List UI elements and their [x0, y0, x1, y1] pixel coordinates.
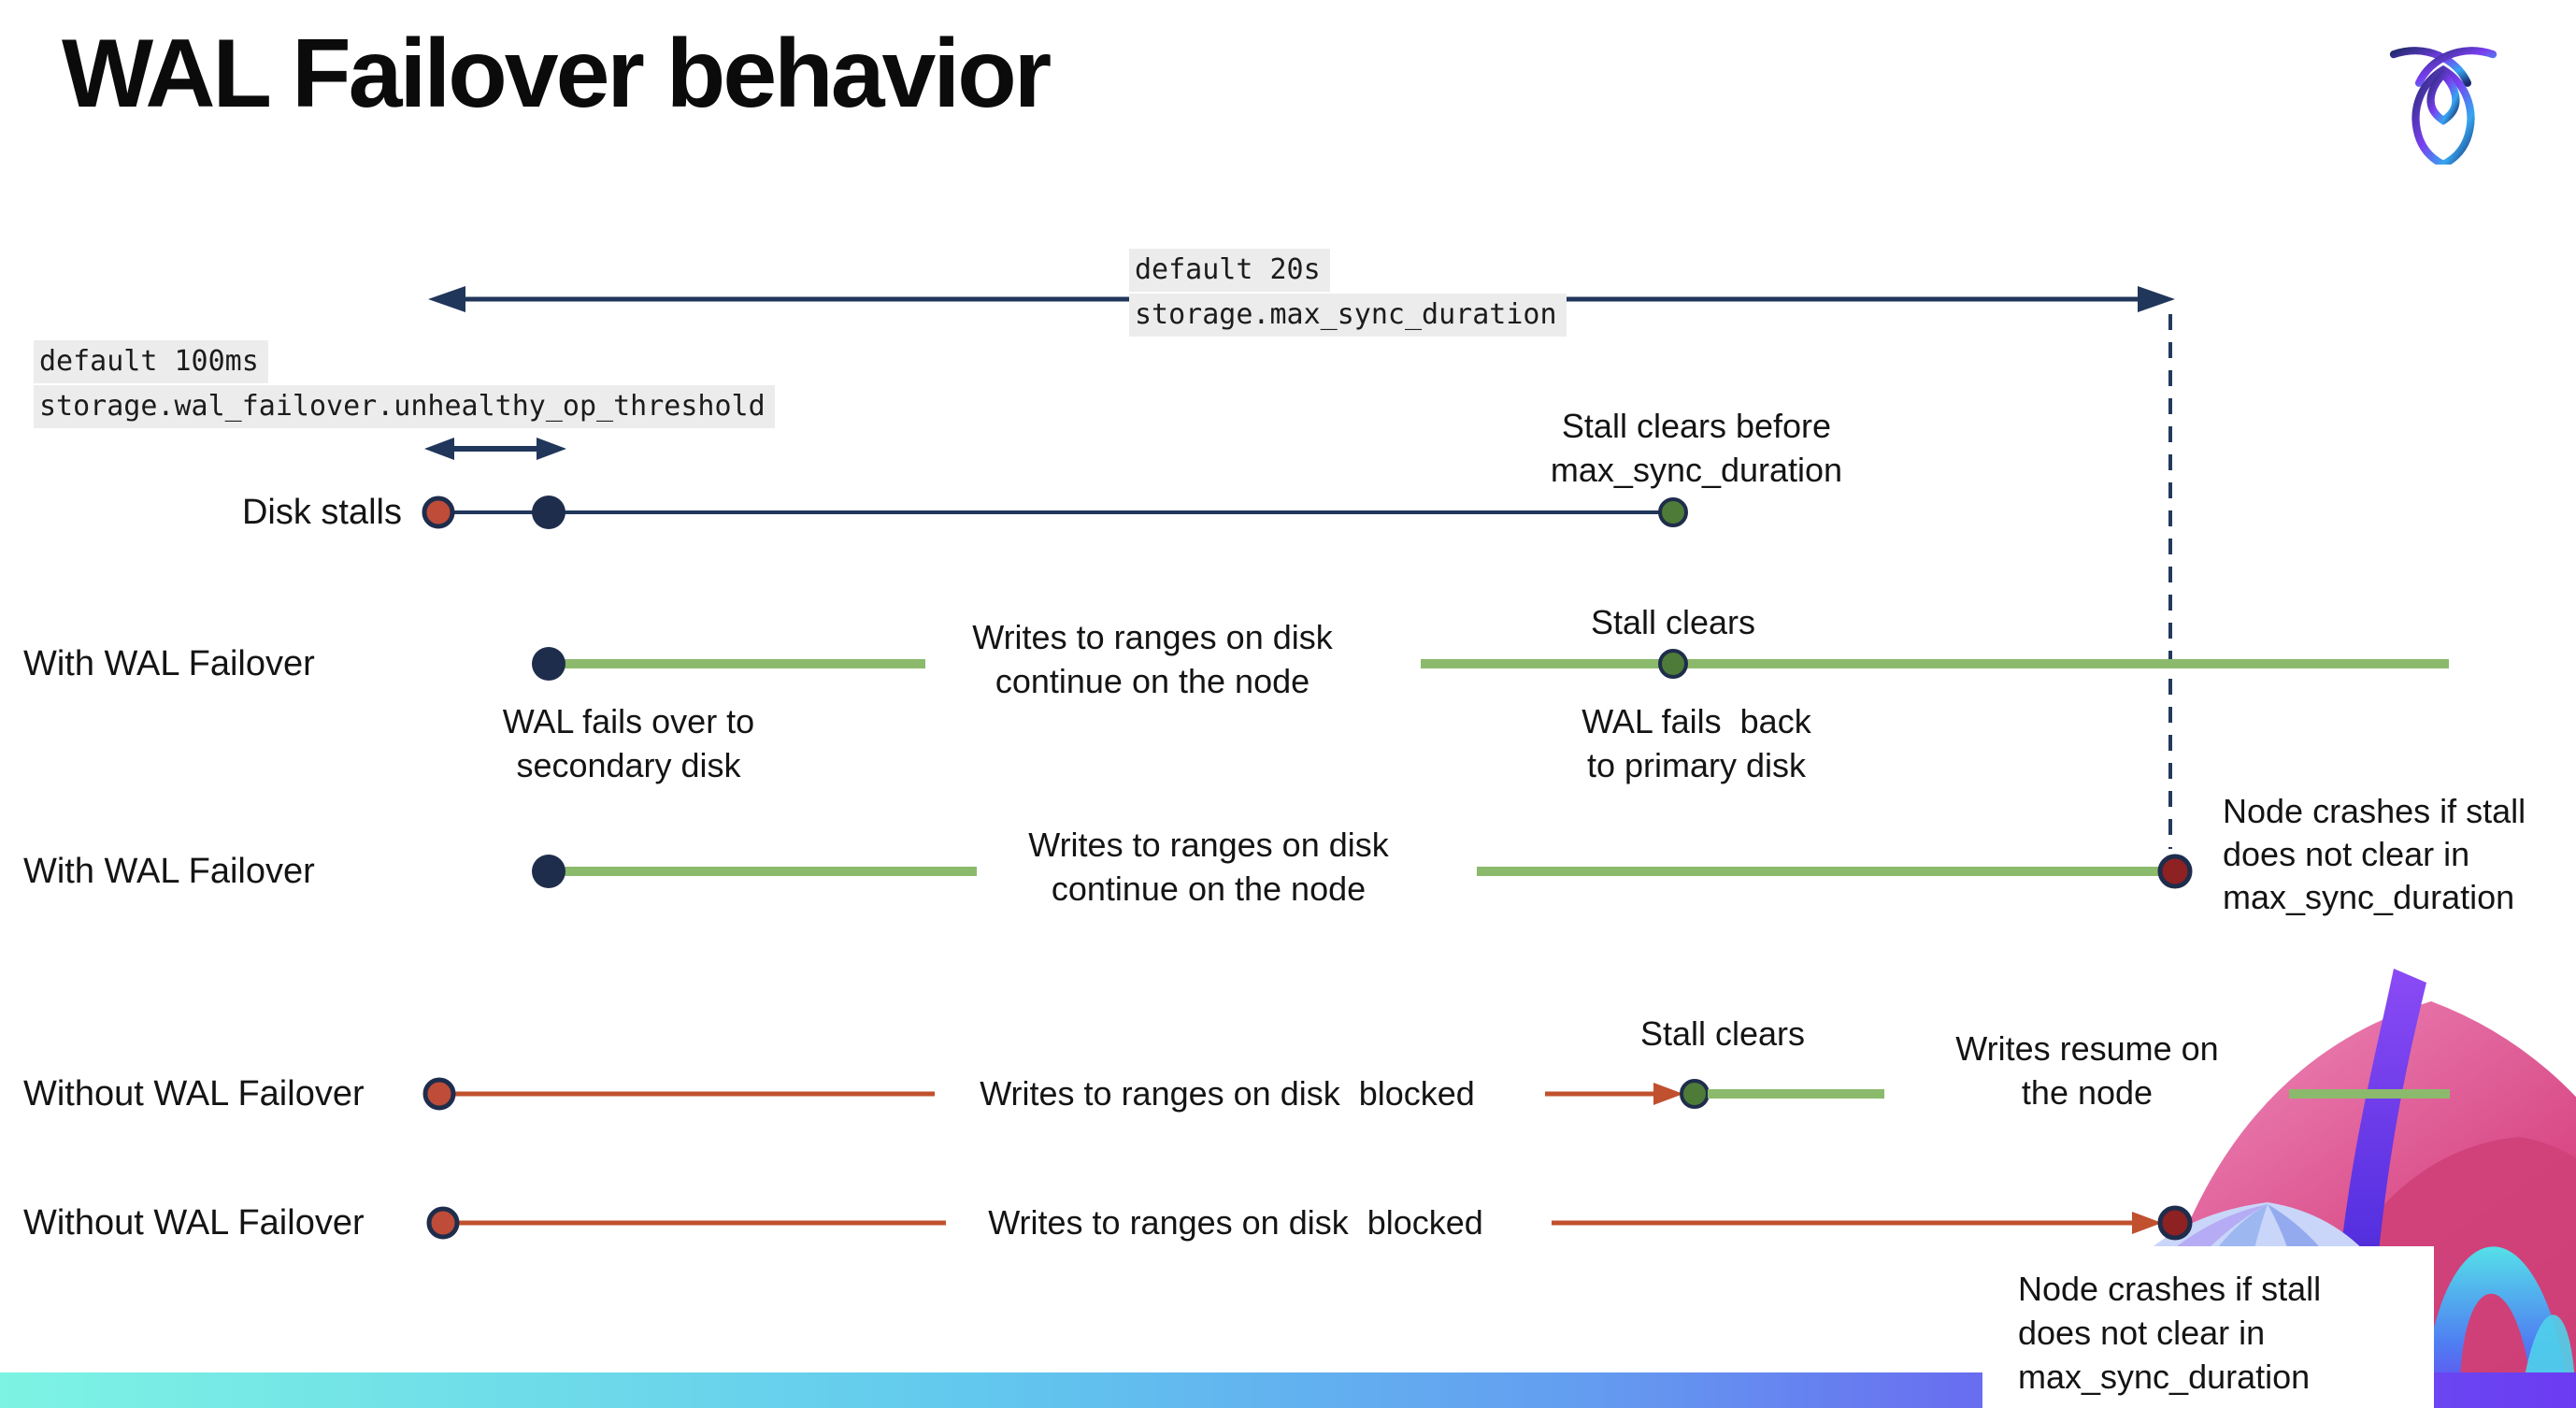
arrowhead-small-left [424, 438, 454, 460]
wal-fails-over-annotation: WAL fails over to secondary disk [502, 702, 755, 784]
stall-clears-annotation-row2: Stall clears [1590, 603, 1756, 641]
stall-start-dot-row4 [422, 1077, 456, 1111]
node-crashes-box-text: Node crashes if stall does not clear in … [2018, 1270, 2322, 1396]
failover-dot-row3 [532, 855, 565, 888]
writes-continue-annotation-row2: Writes to ranges on disk continue on the… [972, 618, 1333, 700]
cockroachdb-logo-icon [2389, 47, 2497, 165]
max-sync-setting-label: default 20s storage.max_sync_duration [1129, 249, 1567, 338]
row-label-without-wal-failover-2: Without WAL Failover [23, 1203, 365, 1243]
stall-clears-dot-row4 [1680, 1079, 1710, 1109]
unhealthy-op-setting-label: default 100ms storage.wal_failover.unhea… [34, 340, 775, 430]
arrowhead-left [428, 286, 465, 312]
stall-start-dot [422, 496, 455, 529]
stall-clears-annotation-row4: Stall clears [1639, 1014, 1806, 1053]
stall-start-dot-row5 [426, 1206, 460, 1240]
max-sync-default-value: default 20s [1129, 249, 1330, 292]
node-crashes-annotation-row3: Node crashes if stall does not clear in … [2223, 792, 2526, 916]
writes-continue-annotation-row3: Writes to ranges on disk continue on the… [1028, 826, 1389, 908]
threshold-dot [532, 496, 565, 529]
page-title: WAL Failover behavior [62, 20, 1052, 128]
red-arrowhead-row5 [2132, 1212, 2162, 1234]
node-crash-note-box: Node crashes if stall does not clear in … [1982, 1246, 2434, 1408]
stall-clears-dot-row1 [1658, 497, 1688, 527]
node-crash-dot-row5 [2157, 1205, 2193, 1241]
arrowhead-right [2138, 286, 2175, 312]
unhealthy-op-setting-name: storage.wal_failover.unhealthy_op_thresh… [34, 385, 775, 428]
row-label-with-wal-failover-1: With WAL Failover [23, 644, 315, 683]
stall-clears-dot-row2 [1658, 649, 1688, 679]
writes-blocked-annotation-row4: Writes to ranges on disk blocked [980, 1074, 1475, 1113]
max-sync-setting-name: storage.max_sync_duration [1129, 294, 1567, 337]
writes-blocked-annotation-row5: Writes to ranges on disk blocked [988, 1203, 1483, 1242]
stall-clears-before-annotation: Stall clears before max_sync_duration [1550, 407, 1843, 489]
row-label-disk-stalls: Disk stalls [241, 493, 402, 532]
failover-dot-row2 [532, 647, 565, 681]
wal-fails-back-annotation: WAL fails back to primary disk [1581, 702, 1811, 784]
red-arrowhead-row4 [1653, 1083, 1683, 1105]
arrowhead-small-right [537, 438, 566, 460]
node-crash-dot-row3 [2157, 854, 2193, 889]
unhealthy-op-default-value: default 100ms [34, 340, 268, 383]
writes-resume-annotation: Writes resume on the node [1955, 1029, 2219, 1112]
row-label-without-wal-failover-1: Without WAL Failover [23, 1074, 365, 1113]
row-label-with-wal-failover-2: With WAL Failover [23, 852, 315, 891]
